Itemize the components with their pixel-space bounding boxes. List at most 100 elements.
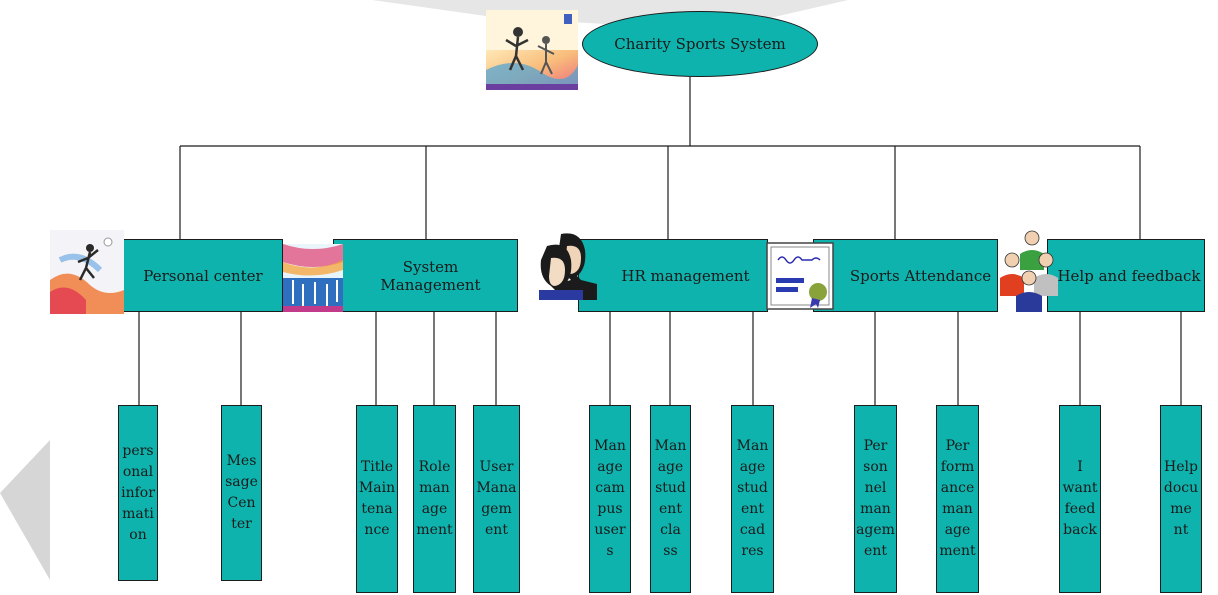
module-system-management[interactable]: System Management xyxy=(333,239,518,312)
leaf-label-line: man xyxy=(419,480,450,496)
leaf-manage-student-cadres[interactable]: Man age stud ent cad res xyxy=(731,405,774,593)
group-icon xyxy=(1000,230,1058,312)
leaf-label-line: son xyxy=(863,459,888,475)
leaf-label-line: users xyxy=(594,522,626,559)
leaf-label-line: cam xyxy=(595,480,625,496)
module-label-line: Management xyxy=(380,275,481,294)
leaf-label-line: nt xyxy=(1173,522,1189,538)
leaf-label-line: Role xyxy=(418,459,451,475)
leaf-label-line: ent xyxy=(659,501,682,517)
leaf-label-line: age xyxy=(657,459,684,475)
leaf-label-line: res xyxy=(741,543,764,559)
volleyball-player-image xyxy=(50,230,124,314)
leaf-label-line: Help xyxy=(1164,459,1198,475)
leaf-label: Help docu me nt xyxy=(1164,457,1198,541)
leaf-manage-campus-users[interactable]: Man age cam pus users xyxy=(589,405,631,593)
leaf-label-line: man xyxy=(860,501,891,517)
people-icon xyxy=(539,233,597,300)
leaf-help-document[interactable]: Help docu me nt xyxy=(1160,405,1202,593)
sports-poster-image xyxy=(486,10,578,90)
module-label-line: System xyxy=(402,257,459,276)
leaf-label-line: stud xyxy=(655,480,686,496)
leaf-label-line: Cen xyxy=(227,495,256,511)
leaf-label-line: me xyxy=(1170,501,1192,517)
leaf-label: Man age stud ent cla ss xyxy=(655,436,687,562)
module-label: Sports Attendance xyxy=(849,266,992,285)
leaf-label-line: want xyxy=(1062,480,1098,496)
leaf-label-line: ance xyxy=(940,480,975,496)
leaf-label-line: form xyxy=(940,459,975,475)
leaf-label-line: Title xyxy=(360,459,394,475)
module-label: System Management xyxy=(380,258,480,294)
leaf-label-line: infor xyxy=(121,484,155,501)
leaf-label-line: ment xyxy=(416,522,453,538)
leaf-label-line: ent xyxy=(741,501,764,517)
leaf-label-line: feed xyxy=(1064,501,1096,517)
leaf-label-line: User xyxy=(479,459,514,475)
leaf-label-line: age xyxy=(739,459,766,475)
leaf-label-line: ent xyxy=(485,522,508,538)
module-sports-attendance[interactable]: Sports Attendance xyxy=(813,239,998,312)
leaf-label-line: pers xyxy=(122,442,154,459)
leaf-label-line: gem xyxy=(481,501,512,517)
leaf-label-line: stud xyxy=(737,480,768,496)
leaf-label-line: agem xyxy=(856,522,895,538)
leaf-label: Per son nel man agem ent xyxy=(856,436,895,562)
leaf-label-line: Mana xyxy=(476,480,517,496)
leaf-role-management[interactable]: Role man age ment xyxy=(413,405,456,593)
leaf-label-line: sage xyxy=(225,474,258,490)
leaf-label-line: age xyxy=(421,501,448,517)
leaf-label-line: back xyxy=(1063,522,1097,538)
certificate-icon xyxy=(766,242,834,310)
leaf-label-line: on xyxy=(129,526,147,543)
leaf-label-line: docu xyxy=(1163,480,1199,496)
leaf-personnel-management[interactable]: Per son nel man agem ent xyxy=(854,405,897,593)
module-label: Personal center xyxy=(143,266,263,285)
decorative-left-arrow xyxy=(0,440,50,580)
leaf-label-line: ss xyxy=(663,543,678,559)
module-label: Help and feedback xyxy=(1057,266,1201,285)
leaf-label-line: ent xyxy=(864,543,887,559)
module-hr-management[interactable]: HR management xyxy=(578,239,768,312)
parade-image xyxy=(283,244,343,312)
leaf-label-line: age xyxy=(597,459,623,475)
leaf-label-line: Mes xyxy=(226,453,257,469)
leaf-label-line: Man xyxy=(654,438,687,454)
leaf-label-line: age xyxy=(944,522,971,538)
root-label: Charity Sports System xyxy=(614,35,786,53)
leaf-label-line: onal xyxy=(122,463,154,480)
leaf-label-line: Per xyxy=(945,438,970,454)
leaf-label-line: ment xyxy=(939,543,976,559)
module-label: HR management xyxy=(621,266,750,285)
module-personal-center[interactable]: Personal center xyxy=(123,239,283,312)
leaf-label: Man age cam pus users xyxy=(591,436,629,562)
leaf-label-line: pus xyxy=(597,501,623,517)
leaf-label-line: Main xyxy=(358,480,396,496)
leaf-label-line: cad xyxy=(739,522,766,538)
leaf-label-line: Man xyxy=(736,438,769,454)
leaf-label-line: I xyxy=(1077,459,1083,475)
leaf-label-line: cla xyxy=(660,522,681,538)
leaf-label-line: Per xyxy=(863,438,888,454)
leaf-label-line: Man xyxy=(594,438,626,454)
leaf-label-line: nel xyxy=(864,480,887,496)
root-node: Charity Sports System xyxy=(582,11,818,77)
leaf-label-line: tena xyxy=(361,501,393,517)
leaf-manage-student-class[interactable]: Man age stud ent cla ss xyxy=(650,405,691,593)
leaf-label: Role man age ment xyxy=(416,457,452,541)
leaf-label-line: ter xyxy=(231,516,252,532)
module-help-and-feedback[interactable]: Help and feedback xyxy=(1047,239,1205,312)
leaf-label-line: nce xyxy=(364,522,390,538)
